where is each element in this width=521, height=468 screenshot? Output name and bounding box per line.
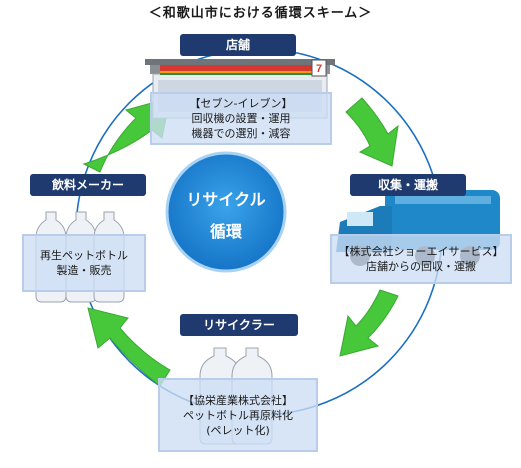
collection-line: 【株式会社ショーエイサービス】 xyxy=(338,245,504,258)
beverage-info-box: 再生ペットボトル 製造・販売 xyxy=(22,234,146,292)
store-line: 【セブン-イレブン】 xyxy=(189,97,293,110)
beverage-line: 再生ペットボトル xyxy=(40,249,128,262)
store-info-box: 【セブン-イレブン】 回収機の設置・運用 機器での選別・減容 xyxy=(150,92,332,145)
recycler-line: 【協栄産業株式会社】 xyxy=(183,393,293,407)
recycler-line: (ペレット化) xyxy=(206,423,270,437)
beverage-line: 製造・販売 xyxy=(56,264,112,277)
beverage-header: 飲料メーカー xyxy=(30,174,146,196)
store-line: 回収機の設置・運用 xyxy=(191,112,291,125)
collection-line: 店舗からの回収・運搬 xyxy=(366,260,476,273)
recycler-info-box: 【協栄産業株式会社】 ペットボトル再原料化 (ペレット化) xyxy=(158,378,318,452)
diagram-title: ＜和歌山市における循環スキーム＞ xyxy=(148,6,373,21)
arrow-beverage-to-store xyxy=(82,97,171,173)
recycler-line: ペットボトル再原料化 xyxy=(183,408,293,422)
recycler-header: リサイクラー xyxy=(180,314,298,336)
center-label-line2: 循環 xyxy=(209,222,242,241)
center-label-line1: リサイクル xyxy=(186,190,266,209)
store-line: 機器での選別・減容 xyxy=(191,127,291,140)
collection-header: 収集・運搬 xyxy=(350,174,466,196)
collection-info-box: 【株式会社ショーエイサービス】 店舗からの回収・運搬 xyxy=(330,234,512,284)
arrow-recycler-to-beverage xyxy=(87,307,171,387)
store-header: 店舗 xyxy=(180,34,296,56)
svg-text:7: 7 xyxy=(316,63,322,75)
arrow-store-to-collection xyxy=(345,97,399,167)
arrow-collection-to-recycler xyxy=(339,289,399,357)
center-circle xyxy=(165,151,287,273)
